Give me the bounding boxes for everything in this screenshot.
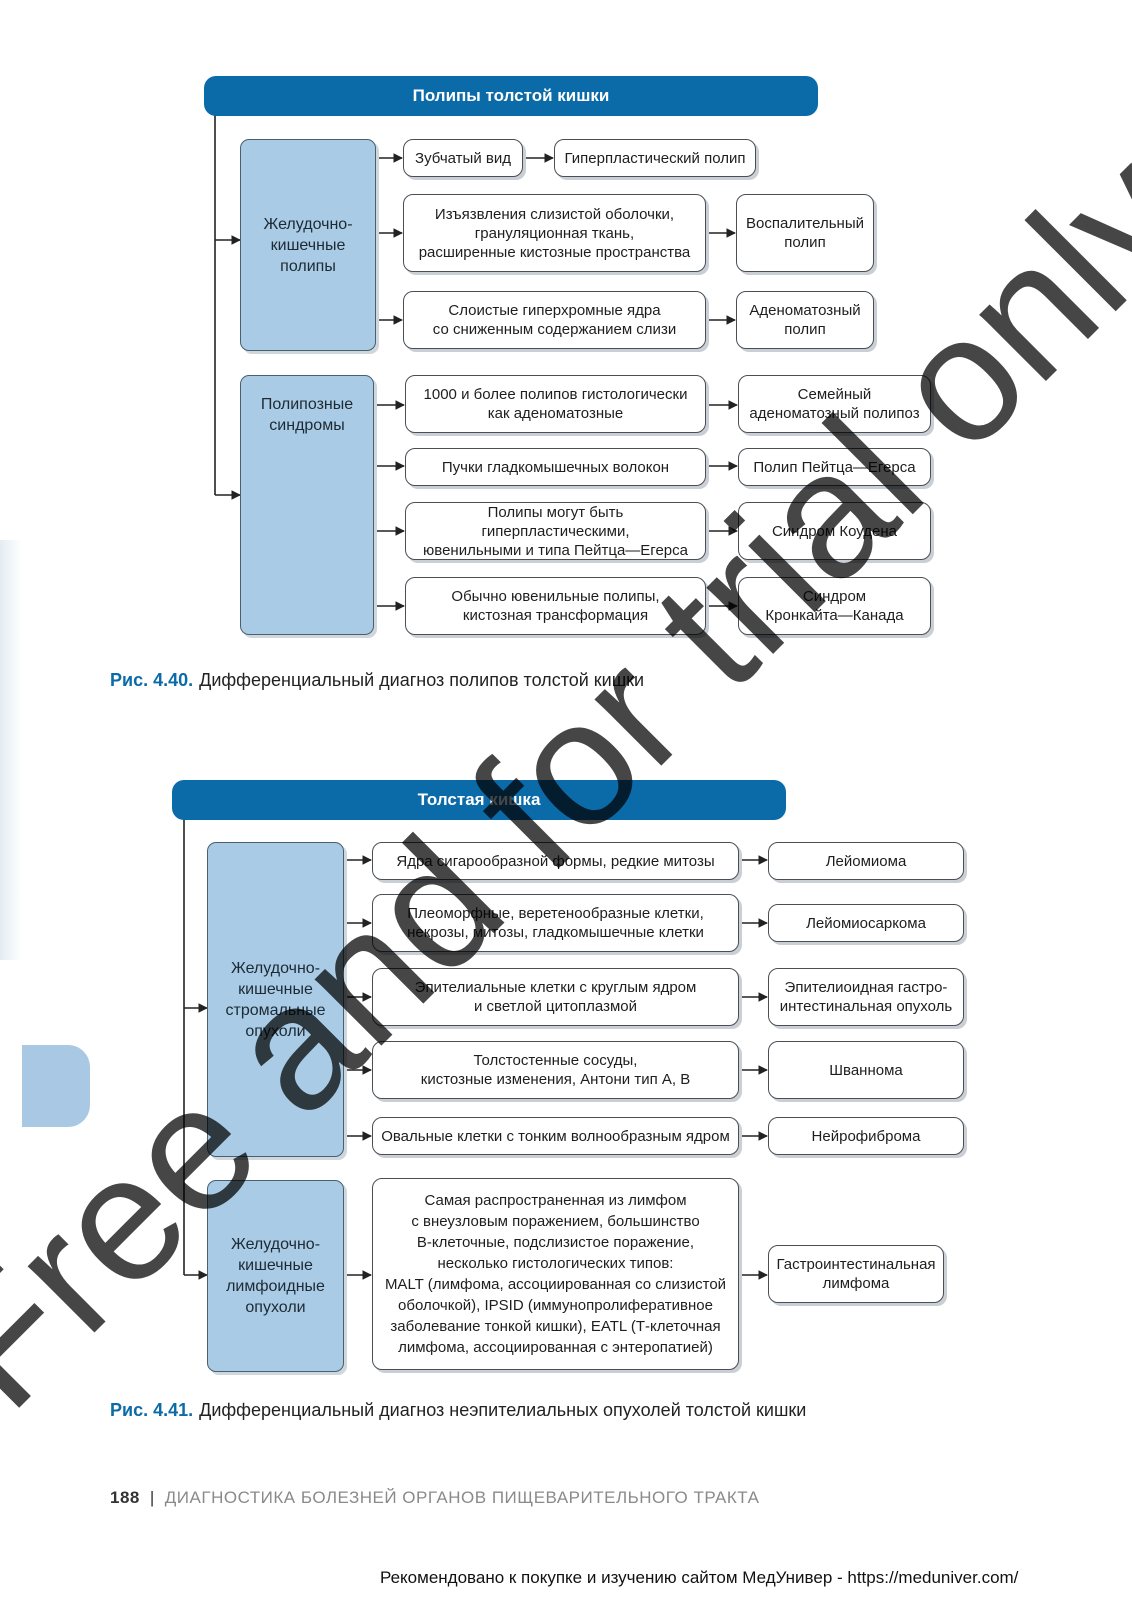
diagnosis-box: Семейный аденоматозный полипоз (738, 375, 931, 433)
diagnosis-box: Синдром Коудена (738, 502, 931, 560)
figure-caption-4-41: Рис. 4.41.Дифференциальный диагноз неэпи… (110, 1400, 806, 1421)
promo-line: Рекомендовано к покупке и изучению сайто… (380, 1568, 1019, 1587)
diagnosis-box: Лейомиосаркома (768, 904, 964, 942)
feature-box: Полипы могут быть гиперпластическими, юв… (405, 502, 706, 560)
page-number: 188 (110, 1488, 140, 1507)
feature-box: Слоистые гиперхромные ядра со сниженным … (403, 291, 706, 349)
feature-box: Самая распространенная из лимфом с внеуз… (372, 1178, 739, 1370)
feature-box: Зубчатый вид (403, 139, 523, 177)
diagnosis-box: Гиперпластический полип (554, 139, 756, 177)
feature-box: Обычно ювенильные полипы, кистозная тран… (405, 577, 706, 635)
diagnosis-box: Лейомиома (768, 842, 964, 880)
category-gi-polyps: Желудочно- кишечные полипы (240, 139, 376, 351)
running-title: ДИАГНОСТИКА БОЛЕЗНЕЙ ОРГАНОВ ПИЩЕВАРИТЕЛ… (164, 1488, 760, 1507)
diagnosis-box: Синдром Кронкайта—Канада (738, 577, 931, 635)
feature-box: Толстостенные сосуды, кистозные изменени… (372, 1041, 739, 1099)
feature-box: Изъязвления слизистой оболочки, грануляц… (403, 194, 706, 272)
figure-caption-4-40: Рис. 4.40.Дифференциальный диагноз полип… (110, 670, 644, 691)
figure-label: Рис. 4.41. (110, 1400, 194, 1420)
diagram2-title: Толстая кишка (172, 780, 786, 820)
chapter-tab (22, 1045, 90, 1127)
page-edge-shade (0, 540, 22, 960)
feature-box: Ядра сигарообразной формы, редкие митозы (372, 842, 739, 880)
diagnosis-box: Воспалительный полип (736, 194, 874, 272)
feature-box: Овальные клетки с тонким волнообразным я… (372, 1117, 739, 1155)
category-polyposis-syndromes: Полипозные синдромы (240, 375, 374, 635)
figure-caption-text: Дифференциальный диагноз неэпителиальных… (199, 1400, 807, 1420)
diagnosis-box: Аденоматозный полип (736, 291, 874, 349)
diagnosis-box: Шваннома (768, 1041, 964, 1099)
feature-box: Эпителиальные клетки с круглым ядром и с… (372, 968, 739, 1026)
running-footer: 188 | ДИАГНОСТИКА БОЛЕЗНЕЙ ОРГАНОВ ПИЩЕВАР… (110, 1488, 759, 1508)
feature-box: Плеоморфные, веретенообразные клетки, не… (372, 894, 739, 952)
feature-box: 1000 и более полипов гистологически как … (405, 375, 706, 433)
diagnosis-box: Полип Пейтца—Егерса (738, 448, 931, 486)
diagnosis-box: Гастроинтестинальная лимфома (768, 1245, 944, 1303)
footer-separator: | (149, 1488, 155, 1507)
figure-label: Рис. 4.40. (110, 670, 194, 690)
diagram1-title: Полипы толстой кишки (204, 76, 818, 116)
figure-caption-text: Дифференциальный диагноз полипов толстой… (199, 670, 645, 690)
category-gi-lymphoid-tumors: Желудочно- кишечные лимфоидные опухоли (207, 1180, 344, 1372)
diagnosis-box: Эпителиоидная гастро- интестинальная опу… (768, 968, 964, 1026)
category-gi-stromal-tumors: Желудочно- кишечные стромальные опухоли (207, 842, 344, 1157)
diagnosis-box: Нейрофиброма (768, 1117, 964, 1155)
feature-box: Пучки гладкомышечных волокон (405, 448, 706, 486)
